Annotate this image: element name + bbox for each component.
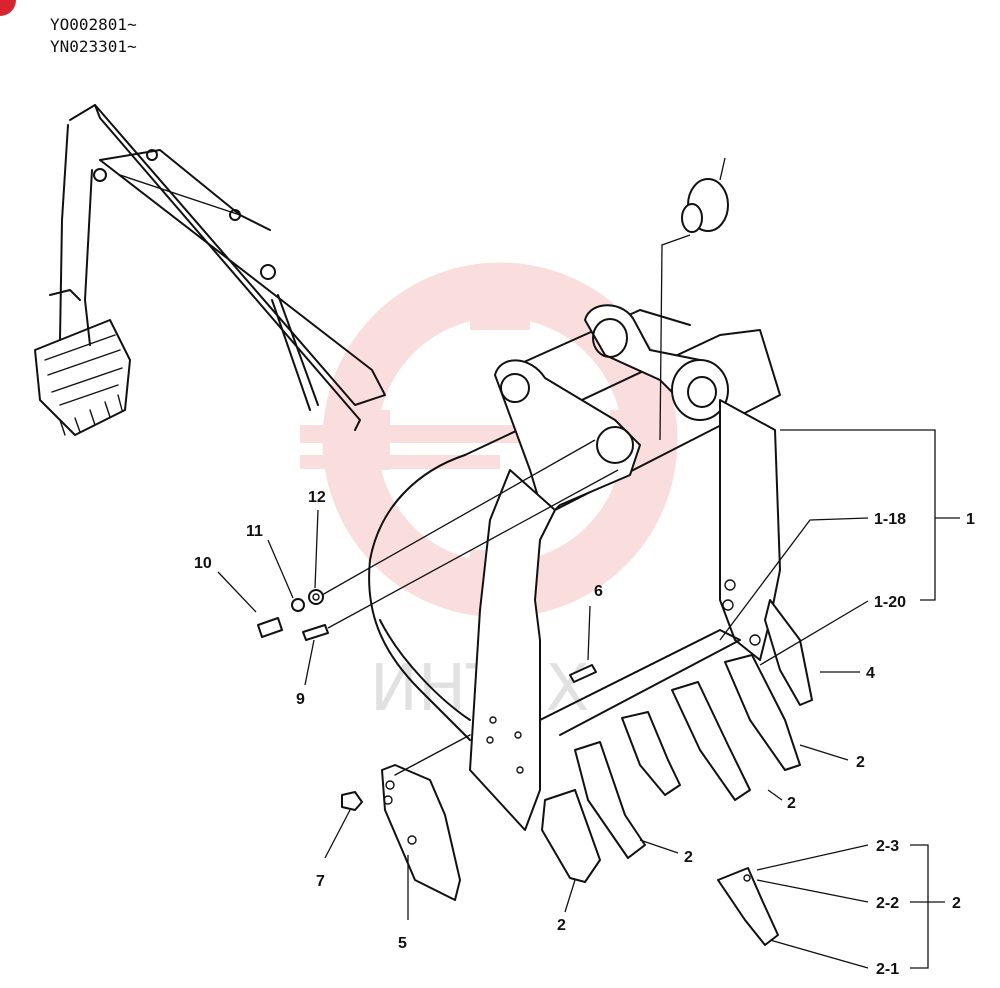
- bucket-assembly: [368, 304, 813, 831]
- side-plate-part: [341, 734, 471, 901]
- callout-2-3: 2-3: [876, 838, 899, 855]
- callout-9: 9: [296, 691, 305, 708]
- callout-2-d: 2: [557, 917, 566, 934]
- callout-4: 4: [866, 665, 875, 682]
- callout-2-group: 2: [952, 895, 961, 912]
- serial-line-2: YN023301~: [50, 37, 137, 56]
- pin-boss-part: [659, 157, 729, 441]
- callout-labels: 1 1-18 1-20 4 2 2 2 2 2-3 2-2 2-1 2 6 7 …: [194, 489, 975, 978]
- callout-12: 12: [308, 489, 326, 506]
- callout-5: 5: [398, 935, 407, 952]
- callout-7: 7: [316, 873, 325, 890]
- bucket-teeth: [541, 654, 801, 946]
- callout-1-20: 1-20: [874, 594, 906, 611]
- callout-2-2: 2-2: [876, 895, 899, 912]
- excavator-arm-sketch: [34, 104, 386, 436]
- callout-2-c: 2: [684, 849, 693, 866]
- callout-10: 10: [194, 555, 212, 572]
- serial-line-1: YO002801~: [50, 15, 137, 34]
- callout-6: 6: [594, 583, 603, 600]
- callout-2-a: 2: [856, 754, 865, 771]
- callout-11: 11: [246, 523, 263, 540]
- callout-2-1: 2-1: [876, 961, 899, 978]
- callout-1-18: 1-18: [874, 511, 906, 528]
- corner-badge: [0, 0, 16, 16]
- callout-1: 1: [966, 511, 975, 528]
- leader-lines: [217, 429, 960, 969]
- callout-2-b: 2: [787, 795, 796, 812]
- fastener-parts: [257, 439, 619, 683]
